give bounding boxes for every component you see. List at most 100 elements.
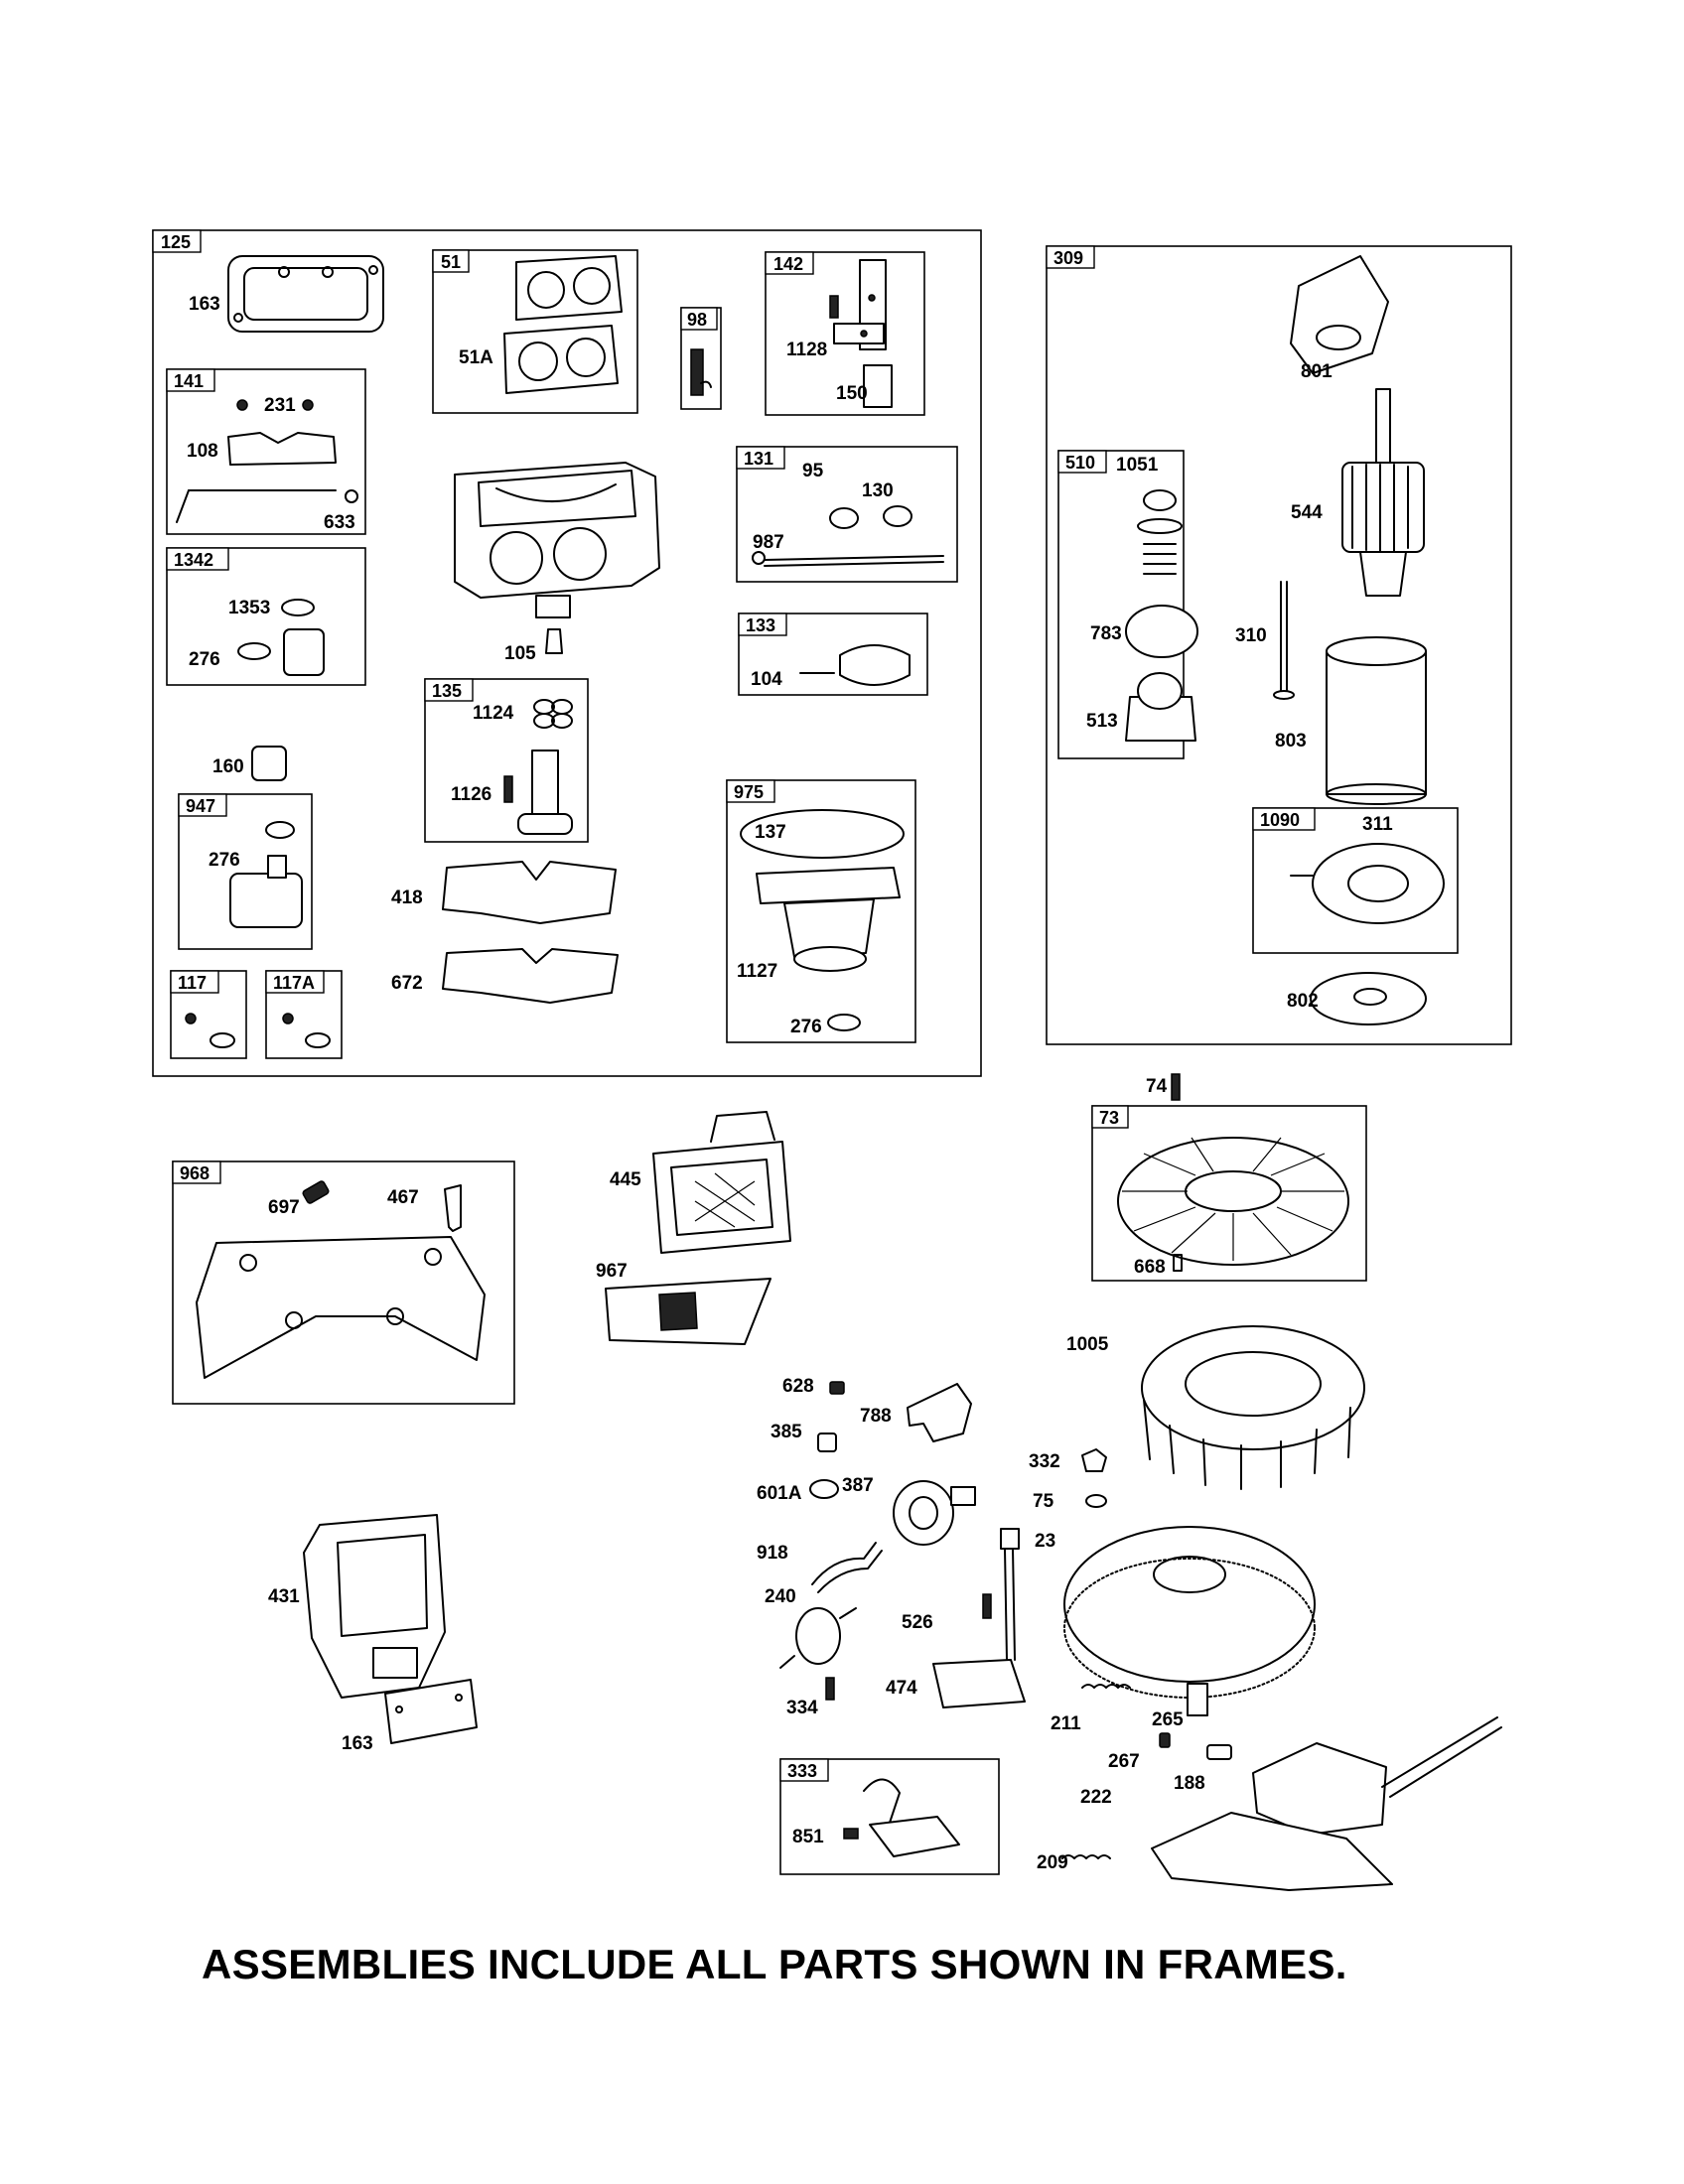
part-1090-brush-plate (1290, 843, 1445, 924)
label-1005: 1005 (1066, 1334, 1109, 1355)
label-628: 628 (782, 1376, 814, 1397)
label-105: 105 (504, 643, 536, 664)
frame-142[interactable]: 142 (765, 251, 925, 416)
frame-51[interactable]: 51 (432, 249, 638, 414)
part-474-rectifier (932, 1528, 1026, 1708)
label-445: 445 (610, 1169, 641, 1190)
part-74-screw (1171, 1073, 1181, 1101)
label-265: 265 (1152, 1709, 1184, 1730)
frame-333[interactable]: 333 (779, 1758, 1000, 1875)
label-163: 163 (189, 294, 220, 315)
label-1353: 1353 (228, 598, 270, 618)
label-276: 276 (209, 850, 240, 871)
part-265-clip (1187, 1683, 1208, 1716)
label-222: 222 (1080, 1787, 1112, 1808)
frame-125[interactable]: 125 (152, 229, 982, 1077)
label-104: 104 (751, 669, 782, 690)
frame-label-135: 135 (432, 681, 462, 701)
frame-73[interactable]: 73 (1091, 1105, 1367, 1282)
part-1342-fitting (237, 599, 325, 676)
frame-135[interactable]: 135 (424, 678, 589, 843)
part-801-end-cap (1290, 255, 1389, 374)
frame-label-141: 141 (174, 371, 204, 391)
callouts: 163 51A 1128 150 231 108 633 95 130 987 … (187, 294, 1393, 1873)
label-918: 918 (757, 1543, 788, 1564)
label-801: 801 (1301, 361, 1333, 382)
part-510-drive (1125, 489, 1198, 742)
part-526-screw (982, 1593, 992, 1619)
label-467: 467 (387, 1187, 419, 1208)
frame-117[interactable]: 117 (170, 970, 247, 1059)
frame-117a[interactable]: 117A (265, 970, 343, 1059)
part-918-hose (811, 1542, 883, 1593)
part-431-housing (303, 1514, 446, 1699)
frame-133[interactable]: 133 (738, 613, 928, 696)
label-1126: 1126 (451, 784, 491, 805)
part-105-screw (545, 628, 563, 654)
part-142-plates (829, 259, 893, 408)
frame-510[interactable]: 510 (1057, 450, 1185, 759)
label-240: 240 (765, 1586, 796, 1607)
label-672: 672 (391, 973, 423, 994)
part-803-housing (1326, 636, 1427, 805)
label-987: 987 (753, 532, 784, 553)
part-310-bolt (1273, 581, 1295, 700)
frame-141[interactable]: 141 (166, 368, 366, 535)
part-141-bracket (176, 399, 358, 523)
label-332: 332 (1029, 1451, 1060, 1472)
frame-label-510: 510 (1065, 453, 1095, 473)
label-95: 95 (802, 461, 824, 481)
part-333-ignition (843, 1778, 960, 1857)
part-73-screen (1117, 1137, 1349, 1272)
label-137: 137 (755, 822, 786, 843)
label-276: 276 (790, 1017, 822, 1037)
label-108: 108 (187, 441, 218, 462)
frame-label-133: 133 (746, 615, 775, 635)
part-211-spring (1081, 1684, 1131, 1689)
label-150: 150 (836, 383, 868, 404)
label-267: 267 (1108, 1751, 1140, 1772)
frame-label-125: 125 (161, 232, 191, 252)
frame-label-117: 117 (178, 973, 207, 993)
label-697: 697 (268, 1197, 300, 1218)
part-267-188-screws (1159, 1732, 1232, 1760)
frame-1342[interactable]: 1342 (166, 547, 366, 686)
frame-label-975: 975 (734, 782, 764, 802)
part-135-jet (503, 699, 573, 835)
frame-947[interactable]: 947 (178, 793, 313, 950)
part-163-gasket (227, 255, 384, 333)
label-188: 188 (1174, 1773, 1205, 1794)
label-385: 385 (771, 1422, 802, 1442)
label-513: 513 (1086, 711, 1118, 732)
part-445-air-filter (652, 1111, 791, 1254)
label-75: 75 (1033, 1491, 1054, 1512)
label-418: 418 (391, 887, 423, 908)
frame-98[interactable]: 98 (680, 307, 722, 410)
part-98-spring (690, 348, 712, 396)
frame-975[interactable]: 975 (726, 779, 916, 1043)
frame-label-947: 947 (186, 796, 215, 816)
frame-label-1090: 1090 (1260, 810, 1300, 830)
label-851: 851 (792, 1827, 824, 1847)
frame-968[interactable]: 968 (172, 1160, 515, 1405)
label-802: 802 (1287, 991, 1319, 1012)
label-474: 474 (886, 1678, 917, 1699)
label-633: 633 (324, 512, 355, 533)
frame-1090[interactable]: 1090 (1252, 807, 1459, 954)
label-803: 803 (1275, 731, 1307, 751)
label-334: 334 (786, 1698, 818, 1718)
frame-label-131: 131 (744, 449, 773, 469)
part-209-spring (1061, 1854, 1111, 1859)
label-788: 788 (860, 1406, 892, 1427)
frame-label-51: 51 (441, 252, 461, 272)
frame-309[interactable]: 309 (1046, 245, 1512, 1045)
frame-label-333: 333 (787, 1761, 817, 1781)
label-668: 668 (1134, 1257, 1166, 1278)
frame-label-968: 968 (180, 1163, 210, 1183)
part-628-screw (829, 1381, 845, 1395)
part-802-end-cap (1310, 972, 1427, 1025)
label-1124: 1124 (473, 703, 514, 724)
frame-131[interactable]: 131 (736, 446, 958, 583)
frame-label-117a: 117A (273, 973, 315, 993)
